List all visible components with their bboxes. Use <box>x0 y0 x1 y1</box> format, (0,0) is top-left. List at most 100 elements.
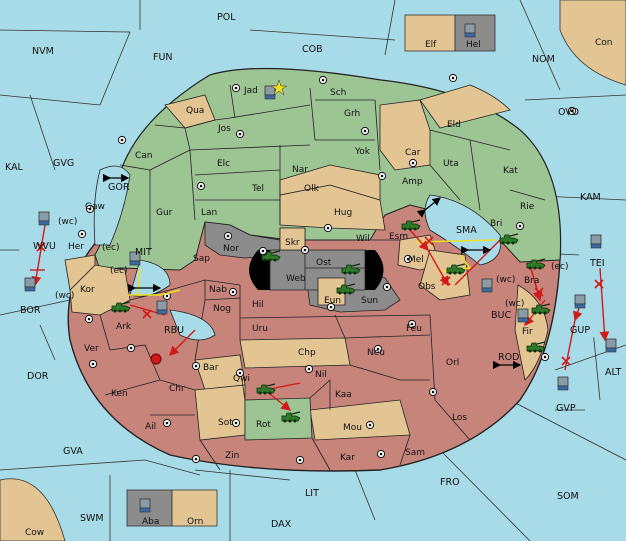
sea-label-wvu: WVU <box>33 241 56 252</box>
land-label-esm: Esm <box>389 232 408 242</box>
star-icon <box>270 79 288 96</box>
sea-label-nvm: NVM <box>32 46 54 57</box>
sea-label-cob: COB <box>302 44 323 55</box>
land-rot[interactable] <box>244 397 313 441</box>
land-label-nab: Nab <box>209 285 227 295</box>
land-label-jos: Jos <box>217 124 231 134</box>
land-label-skr: Skr <box>285 238 300 248</box>
move-orders <box>30 224 610 411</box>
sea-label-alt: ALT <box>605 367 621 378</box>
sea-label-gor: GOR <box>108 182 130 193</box>
land-orn[interactable] <box>171 489 218 527</box>
land-label-nog: Nog <box>213 304 231 314</box>
land-label-hug: Hug <box>334 208 352 218</box>
land-label-bra: Bra <box>524 276 539 286</box>
coast-label: (wc) <box>58 217 77 227</box>
sea-label-bor: BOR <box>20 305 41 316</box>
land-label-web: Web <box>286 274 306 284</box>
land-label-bri: Bri <box>490 219 502 229</box>
land-label-zin: Zin <box>225 451 239 461</box>
land-label-gur: Gur <box>156 208 173 218</box>
land-label-kaa: Kaa <box>335 390 352 400</box>
coast-label: (wc) <box>496 275 515 285</box>
sea-label-rod: ROD <box>498 352 519 363</box>
land-label-ver: Ver <box>84 344 99 354</box>
land-car[interactable] <box>379 99 431 171</box>
land-label-amp: Amp <box>402 177 423 187</box>
land-label-cow: Cow <box>25 528 44 538</box>
land-label-mel: Mel <box>408 255 424 265</box>
sea-label-rbu: RBU <box>164 325 184 336</box>
land-label-nil: Nil <box>315 370 327 380</box>
land-label-orl: Orl <box>446 358 459 368</box>
land-label-her: Her <box>68 242 84 252</box>
land-label-mou: Mou <box>343 423 362 433</box>
land-label-los: Los <box>452 413 467 423</box>
land-label-eun: Eun <box>324 296 341 306</box>
land-label-qua: Qua <box>186 106 204 116</box>
land-label-gaw: Gaw <box>85 202 105 212</box>
land-label-uta: Uta <box>443 159 459 169</box>
land-label-elc: Elc <box>217 159 230 169</box>
land-label-nar: Nar <box>292 165 308 175</box>
land-obs[interactable] <box>419 249 471 301</box>
land-label-jad: Jad <box>243 86 258 96</box>
land-label-fir: Fir <box>522 327 533 337</box>
land-label-kar: Kar <box>340 453 355 463</box>
sea-gor-channel <box>93 165 131 246</box>
land-label-ail: Ail <box>145 422 156 432</box>
sea-label-dor: DOR <box>27 371 49 382</box>
sea-label-dax: DAX <box>271 519 292 530</box>
land-label-chp: Chp <box>298 348 316 358</box>
sea-label-som: SOM <box>557 491 579 502</box>
land-label-sot: Sot <box>218 418 233 428</box>
land-eld[interactable] <box>419 84 511 129</box>
land-label-kat: Kat <box>503 166 518 176</box>
land-label-aba: Aba <box>142 517 159 527</box>
land-label-sch: Sch <box>330 88 346 98</box>
sea-labels: POL NVM FUN COB NOM OVD KAL GVG GOR KAM … <box>5 12 621 530</box>
land-label-tel: Tel <box>251 184 264 194</box>
coast-label: (ec) <box>551 262 569 272</box>
land-label-ark: Ark <box>116 322 132 332</box>
land-label-con: Con <box>595 38 613 48</box>
coast-labels: (wc) (wc) (wc) (wc) (ec) (ec) (ec) <box>55 217 569 309</box>
land-label-hil: Hil <box>252 300 264 310</box>
land-label-uru: Uru <box>252 324 268 334</box>
sea-label-gva: GVA <box>63 446 83 457</box>
land-elf[interactable] <box>404 14 456 52</box>
land-labels: Con Cow Elf Hel Aba Orn Jad Sch Qua Jos … <box>25 38 613 538</box>
sea-label-sma: SMA <box>456 225 477 236</box>
land-label-neu: Neu <box>367 348 385 358</box>
land-label-rie: Rie <box>520 202 535 212</box>
land-label-wil: Wil <box>356 234 370 244</box>
coast-label: (wc) <box>505 299 524 309</box>
land-sot[interactable] <box>194 384 246 441</box>
land-label-qwi: Qwi <box>233 374 250 384</box>
land-label-lan: Lan <box>201 208 217 218</box>
land-label-elf: Elf <box>425 40 437 50</box>
land-label-bar: Bar <box>203 363 219 373</box>
land-her[interactable] <box>64 254 96 291</box>
sea-label-gvg: GVG <box>53 158 74 169</box>
land-label-can: Can <box>135 151 153 161</box>
coast-label: (wc) <box>55 291 74 301</box>
sea-label-lit: LIT <box>305 488 319 499</box>
sea-label-ovd: OVD <box>558 107 579 118</box>
sea-label-pol: POL <box>217 12 236 23</box>
land-chp[interactable] <box>239 337 351 369</box>
land-label-olk: Olk <box>304 184 320 194</box>
coast-label: (ec) <box>110 266 128 276</box>
sea-label-buc: BUC <box>491 310 511 321</box>
land-label-sam: Sam <box>405 448 425 458</box>
sea-label-kal: KAL <box>5 162 24 173</box>
land-label-sun: Sun <box>361 296 378 306</box>
land-hel[interactable] <box>454 14 496 52</box>
coast-label: (ec) <box>102 243 120 253</box>
land-label-rot: Rot <box>256 420 271 430</box>
sea-label-tei: TEI <box>589 258 605 269</box>
sea-adjacency-arrows <box>102 173 522 370</box>
